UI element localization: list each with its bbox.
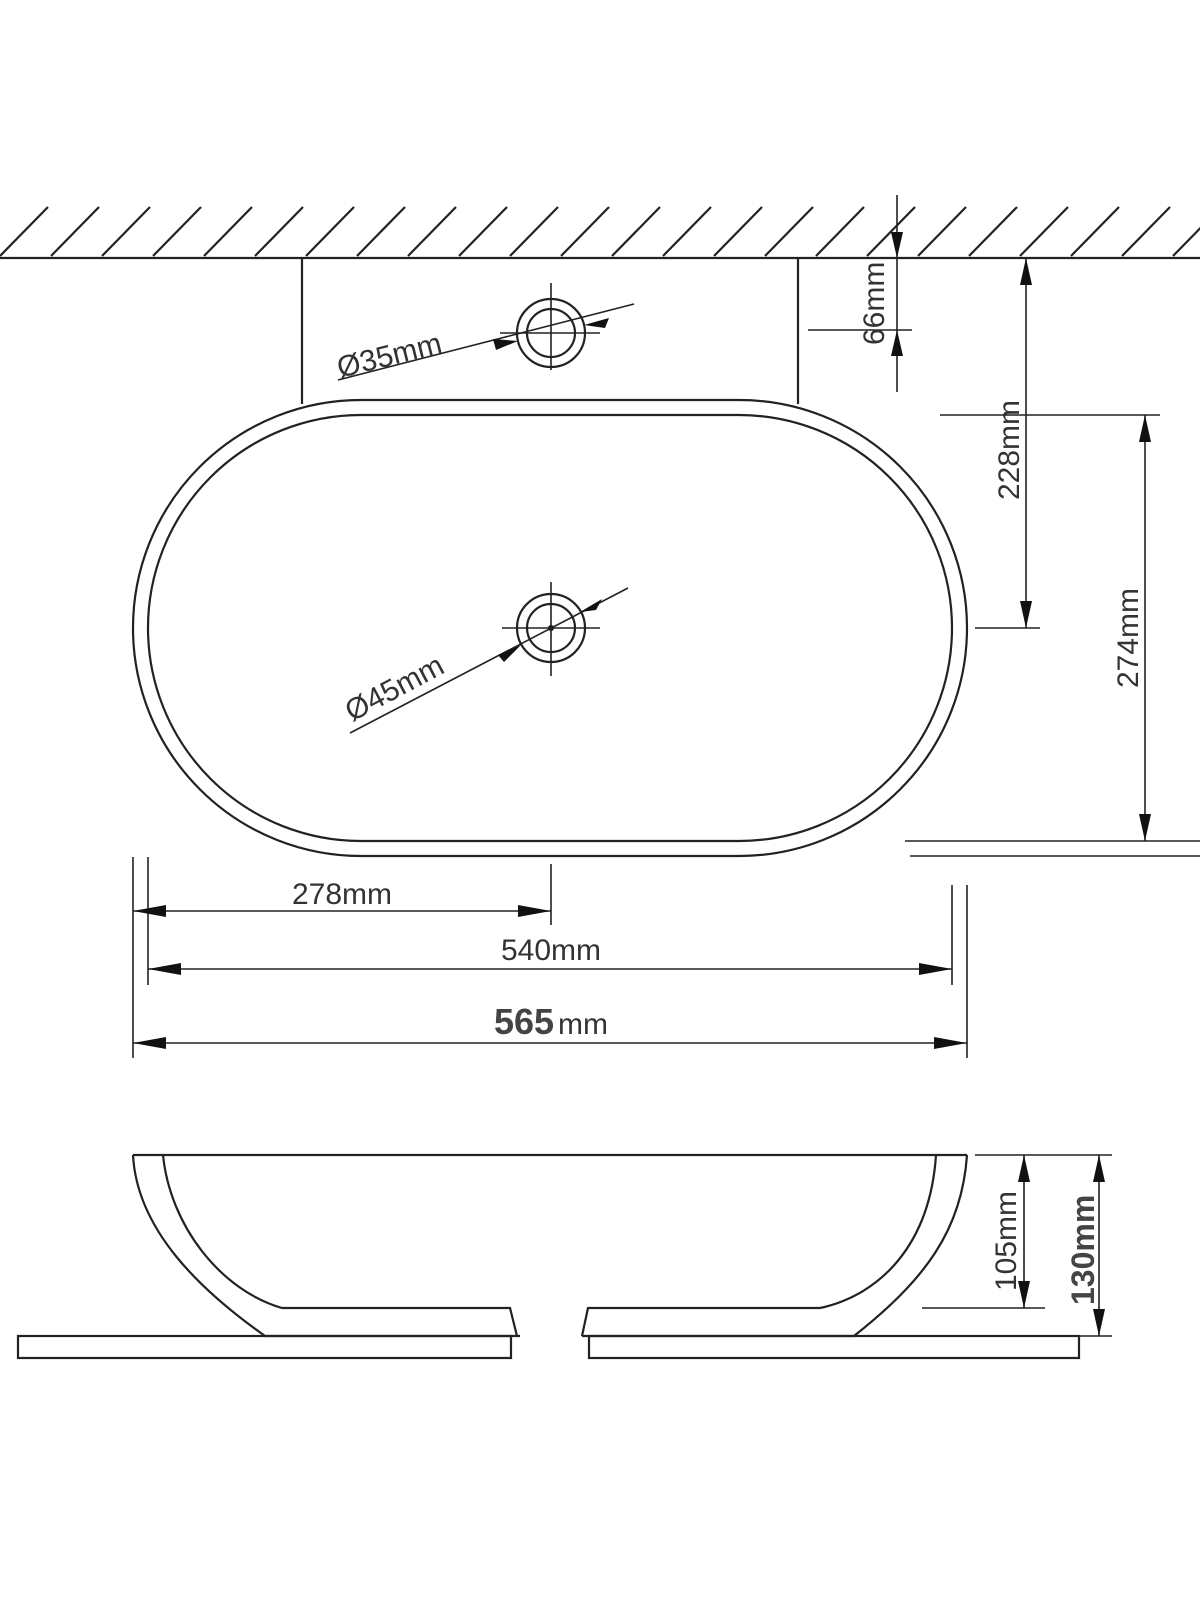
hatch-stroke bbox=[509, 206, 559, 257]
dim-basin-depth-label: 274mm bbox=[1112, 588, 1145, 688]
dim-drain-offset-label: 278mm bbox=[292, 878, 392, 911]
dim-inner-width-arrow-right bbox=[919, 963, 952, 975]
hatch-stroke bbox=[764, 206, 814, 257]
drain-hole-arrow-left bbox=[498, 645, 521, 662]
dim-overall-width-value: 565 bbox=[494, 1001, 554, 1042]
hatch-stroke bbox=[1172, 226, 1200, 257]
tap-hole: Ø35mm bbox=[334, 283, 635, 385]
dim-overall-width-unit: mm bbox=[558, 1008, 608, 1041]
hatch-stroke bbox=[254, 206, 304, 257]
hatch-stroke bbox=[866, 206, 916, 257]
basin-profile-outer bbox=[131, 1154, 969, 1338]
hatch-stroke bbox=[917, 206, 967, 257]
dim-drain-offset-arrow-left bbox=[133, 905, 166, 917]
side-view: 105mm 130mm bbox=[16, 1153, 1112, 1360]
dim-inner-width-label: 540mm bbox=[501, 934, 601, 967]
dim-inner-height: 105mm bbox=[922, 1154, 1050, 1309]
dim-overall-width-arrow-left bbox=[133, 1037, 166, 1049]
dim-tap-offset-arrow-bottom bbox=[891, 330, 903, 356]
hatch-stroke bbox=[560, 206, 610, 257]
hatch-stroke bbox=[50, 206, 100, 257]
dim-overall-width-arrow-right bbox=[934, 1037, 967, 1049]
dim-inner-height-arrow-top bbox=[1018, 1155, 1030, 1182]
hatch-stroke bbox=[815, 206, 865, 257]
dim-inner-height-arrow-bottom bbox=[1018, 1281, 1030, 1308]
hatch-stroke bbox=[101, 206, 151, 257]
hatch-stroke bbox=[611, 206, 661, 257]
hatch-stroke bbox=[0, 206, 49, 257]
dim-drain-offset: 278mm bbox=[133, 878, 551, 917]
basin-profile-inner bbox=[161, 1154, 938, 1337]
dim-basin-depth-arrow-top bbox=[1139, 415, 1151, 442]
tap-hole-arrow-left bbox=[493, 339, 518, 350]
dim-basin-depth-arrow-bottom bbox=[1139, 814, 1151, 841]
dim-overall-height-arrow-top bbox=[1093, 1155, 1105, 1182]
drain-hole-arrow-right bbox=[580, 599, 602, 612]
hatch-stroke bbox=[662, 206, 712, 257]
dim-inner-width-arrow-left bbox=[148, 963, 181, 975]
dim-overall-height-arrow-bottom bbox=[1093, 1309, 1105, 1336]
hatch-stroke bbox=[1070, 206, 1120, 257]
dim-drain-offset-arrow-right bbox=[518, 905, 551, 917]
hatch-stroke bbox=[305, 206, 355, 257]
tap-deck bbox=[300, 258, 800, 404]
hatch-stroke bbox=[458, 206, 508, 257]
wall-hatching bbox=[0, 206, 1200, 257]
hatch-stroke bbox=[407, 206, 457, 257]
hatch-stroke bbox=[152, 206, 202, 257]
dim-tap-to-drain-arrow-top bbox=[1020, 258, 1032, 285]
hatch-stroke bbox=[1019, 206, 1069, 257]
wall bbox=[0, 206, 1200, 260]
top-view: Ø35mm Ø45mm 66mm 228mm bbox=[131, 195, 1200, 1058]
tap-hole-arrow-right bbox=[584, 318, 609, 328]
dim-tap-offset-arrow-top bbox=[891, 232, 903, 258]
countertop-right bbox=[587, 1334, 1081, 1360]
tap-hole-leader bbox=[337, 303, 635, 381]
dim-overall-height: 130mm bbox=[1050, 1154, 1112, 1337]
dim-tap-offset: 66mm bbox=[808, 195, 912, 392]
dim-tap-to-drain-label: 228mm bbox=[993, 400, 1026, 500]
dim-tap-to-drain-arrow-bottom bbox=[1020, 601, 1032, 628]
tap-hole-label: Ø35mm bbox=[334, 327, 446, 385]
dim-overall-height-label: 130mm bbox=[1065, 1195, 1101, 1305]
dim-tap-offset-label: 66mm bbox=[858, 262, 891, 345]
dim-inner-height-label: 105mm bbox=[990, 1191, 1023, 1291]
dim-tap-to-drain: 228mm bbox=[975, 258, 1040, 629]
hatch-stroke bbox=[356, 206, 406, 257]
basin-outline-inner bbox=[146, 413, 954, 843]
dim-inner-width: 540mm bbox=[148, 934, 952, 975]
hatch-stroke bbox=[713, 206, 763, 257]
dim-basin-depth: 274mm bbox=[905, 414, 1200, 857]
hatch-stroke bbox=[1121, 206, 1171, 257]
countertop-left bbox=[16, 1334, 513, 1360]
drain-hole-leader bbox=[349, 587, 629, 734]
hatch-stroke bbox=[203, 206, 253, 257]
hatch-stroke bbox=[968, 206, 1018, 257]
